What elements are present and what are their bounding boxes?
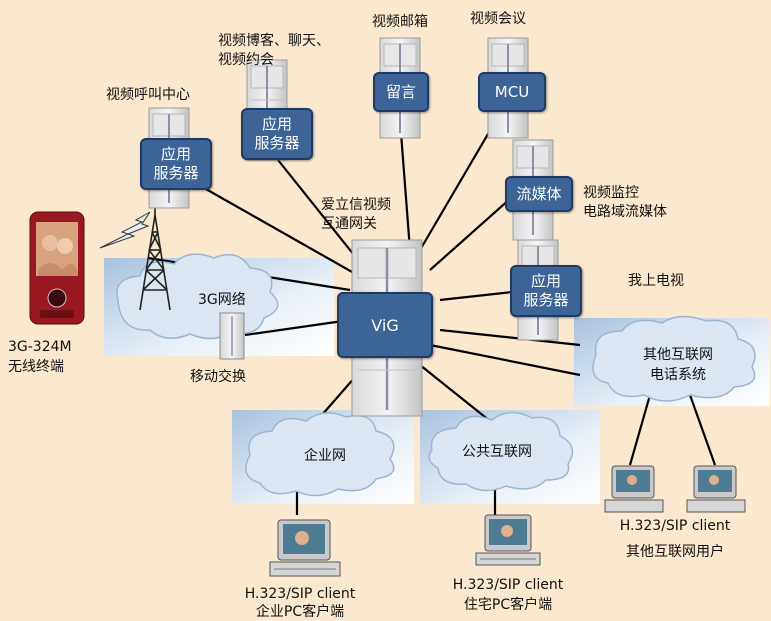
mobile-switch-rack (219, 312, 245, 360)
lightning-icon (99, 211, 151, 249)
enterprise-cloud (245, 412, 395, 497)
dating-label: 视频约会 (218, 52, 274, 68)
my-tv-label: 我上电视 (628, 273, 684, 289)
pc-other-2-icon (686, 465, 746, 513)
other-cloud (592, 315, 756, 402)
mcu-badge: MCU (478, 72, 546, 112)
app-server-badge-2: 应用 服务器 (241, 108, 313, 160)
blog-chat-label: 视频博客、聊天、 (218, 33, 330, 49)
streaming-label: 电路域流媒体 (583, 204, 667, 220)
enterprise-network-label: 企业网 (304, 448, 346, 464)
public-cloud (428, 411, 574, 492)
app-server-badge-3: 应用 服务器 (510, 265, 582, 317)
home-pc-label: 住宅PC客户端 (463, 597, 553, 613)
enterprise-client-label: H.323/SIP client (244, 586, 356, 602)
home-client-label: H.323/SIP client (452, 577, 564, 593)
mobile-switch-label: 移动交换 (190, 369, 246, 385)
app-server-badge-1: 应用 服务器 (140, 138, 212, 190)
public-internet-label: 公共互联网 (462, 444, 532, 460)
voicemail-label: 视频邮箱 (372, 14, 428, 30)
voicemail-badge: 留言 (373, 72, 429, 112)
conference-label: 视频会议 (470, 11, 526, 27)
other-phone-system-label: 其他互联网 电话系统 (643, 347, 713, 383)
call-center-label: 视频呼叫中心 (106, 87, 190, 103)
other-users-label: 其他互联网用户 (626, 544, 724, 560)
pc-home-icon (475, 514, 541, 566)
vig-badge: ViG (337, 292, 433, 358)
pc-enterprise-icon (269, 519, 341, 577)
terminal-label-1: 3G-324M (8, 339, 72, 355)
terminal-label-2: 无线终端 (8, 359, 64, 375)
gateway-label-2: 互通网关 (321, 216, 377, 232)
streaming-badge: 流媒体 (505, 176, 573, 212)
surveillance-label: 视频监控 (583, 185, 639, 201)
enterprise-pc-label: 企业PC客户端 (255, 604, 345, 620)
gateway-label-1: 爱立信视频 (321, 197, 391, 213)
3g-network-label: 3G网络 (198, 292, 246, 308)
radio-tower-icon (139, 205, 171, 311)
mobile-phone-icon (29, 211, 85, 325)
pc-other-1-icon (604, 465, 664, 513)
other-client-label: H.323/SIP client (619, 518, 731, 534)
